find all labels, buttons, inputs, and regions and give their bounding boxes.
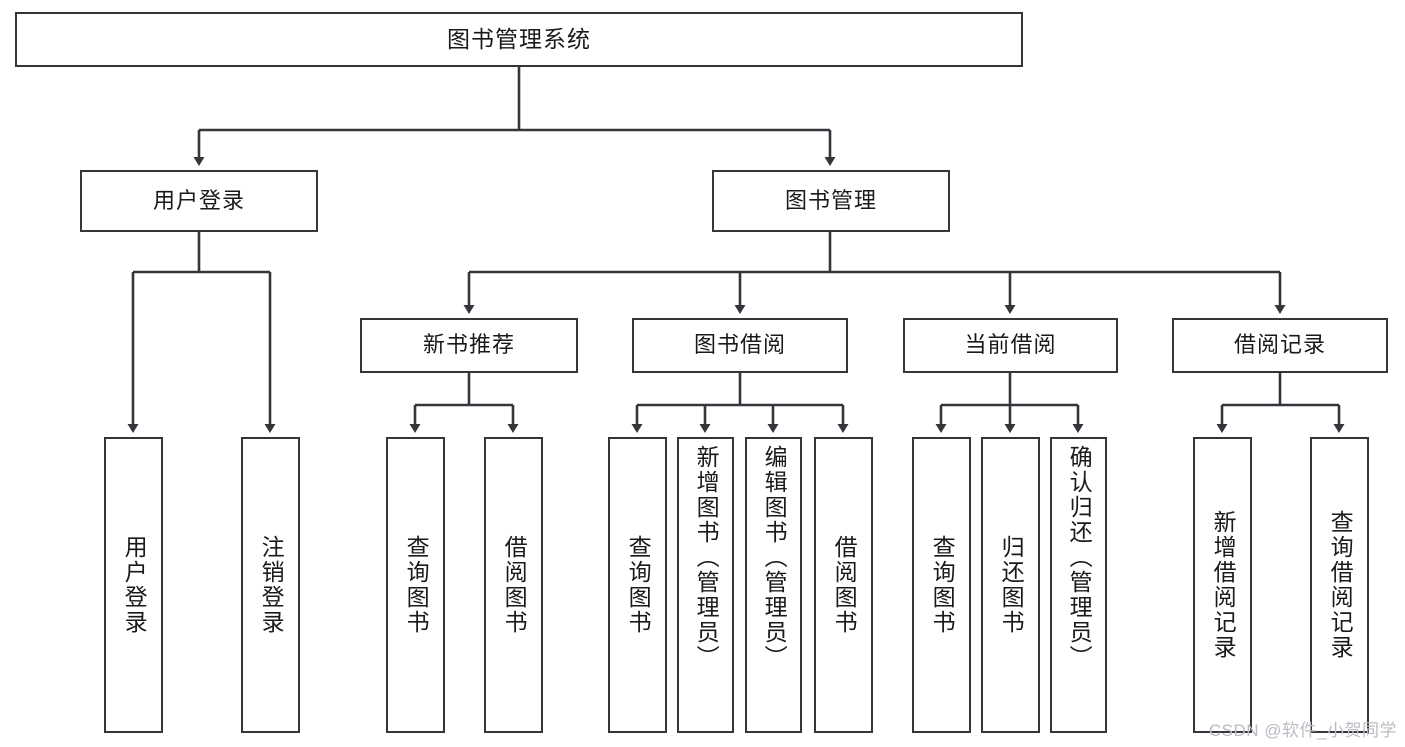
leaf-user-login[interactable]: 用户登录	[104, 437, 163, 733]
node-borrow-record[interactable]: 借阅记录	[1172, 318, 1388, 373]
leaf-query-book-3[interactable]: 查询图书	[912, 437, 971, 733]
node-root-label: 图书管理系统	[447, 25, 591, 52]
node-book-borrow[interactable]: 图书借阅	[632, 318, 848, 373]
leaf-query-book-1[interactable]: 查询图书	[386, 437, 445, 733]
leaf-query-book-2[interactable]: 查询图书	[608, 437, 667, 733]
leaf-edit-book[interactable]: 编辑图书（管理员）	[745, 437, 802, 733]
leaf-query-book-1-label: 查询图书	[403, 535, 430, 635]
node-user-login[interactable]: 用户登录	[80, 170, 318, 232]
node-root[interactable]: 图书管理系统	[15, 12, 1023, 67]
leaf-borrow-book-2-label: 借阅图书	[831, 535, 858, 635]
node-book-manage-label: 图书管理	[784, 187, 877, 213]
leaf-borrow-book-1[interactable]: 借阅图书	[484, 437, 543, 733]
leaf-query-book-2-label: 查询图书	[625, 535, 652, 635]
leaf-confirm-return-label: 确认归还（管理员）	[1066, 445, 1093, 670]
leaf-logout-label: 注销登录	[258, 535, 285, 635]
leaf-add-book-label: 新增图书（管理员）	[693, 445, 720, 670]
leaf-query-record-label: 查询借阅记录	[1327, 510, 1354, 660]
leaf-borrow-book-1-label: 借阅图书	[501, 535, 528, 635]
node-user-login-label: 用户登录	[152, 187, 245, 213]
leaf-add-record[interactable]: 新增借阅记录	[1193, 437, 1252, 733]
node-current-borrow[interactable]: 当前借阅	[903, 318, 1118, 373]
leaf-return-book-label: 归还图书	[998, 535, 1025, 635]
node-new-book-recommend-label: 新书推荐	[422, 332, 515, 358]
node-current-borrow-label: 当前借阅	[964, 332, 1057, 358]
node-book-manage[interactable]: 图书管理	[712, 170, 950, 232]
leaf-borrow-book-2[interactable]: 借阅图书	[814, 437, 873, 733]
leaf-logout[interactable]: 注销登录	[241, 437, 300, 733]
node-borrow-record-label: 借阅记录	[1233, 332, 1326, 358]
leaf-confirm-return[interactable]: 确认归还（管理员）	[1050, 437, 1107, 733]
node-book-borrow-label: 图书借阅	[693, 332, 786, 358]
leaf-return-book[interactable]: 归还图书	[981, 437, 1040, 733]
leaf-add-record-label: 新增借阅记录	[1210, 510, 1237, 660]
leaf-add-book[interactable]: 新增图书（管理员）	[677, 437, 734, 733]
node-new-book-recommend[interactable]: 新书推荐	[360, 318, 578, 373]
leaf-user-login-label: 用户登录	[121, 535, 148, 635]
leaf-query-record[interactable]: 查询借阅记录	[1310, 437, 1369, 733]
leaf-query-book-3-label: 查询图书	[929, 535, 956, 635]
leaf-edit-book-label: 编辑图书（管理员）	[761, 445, 788, 670]
